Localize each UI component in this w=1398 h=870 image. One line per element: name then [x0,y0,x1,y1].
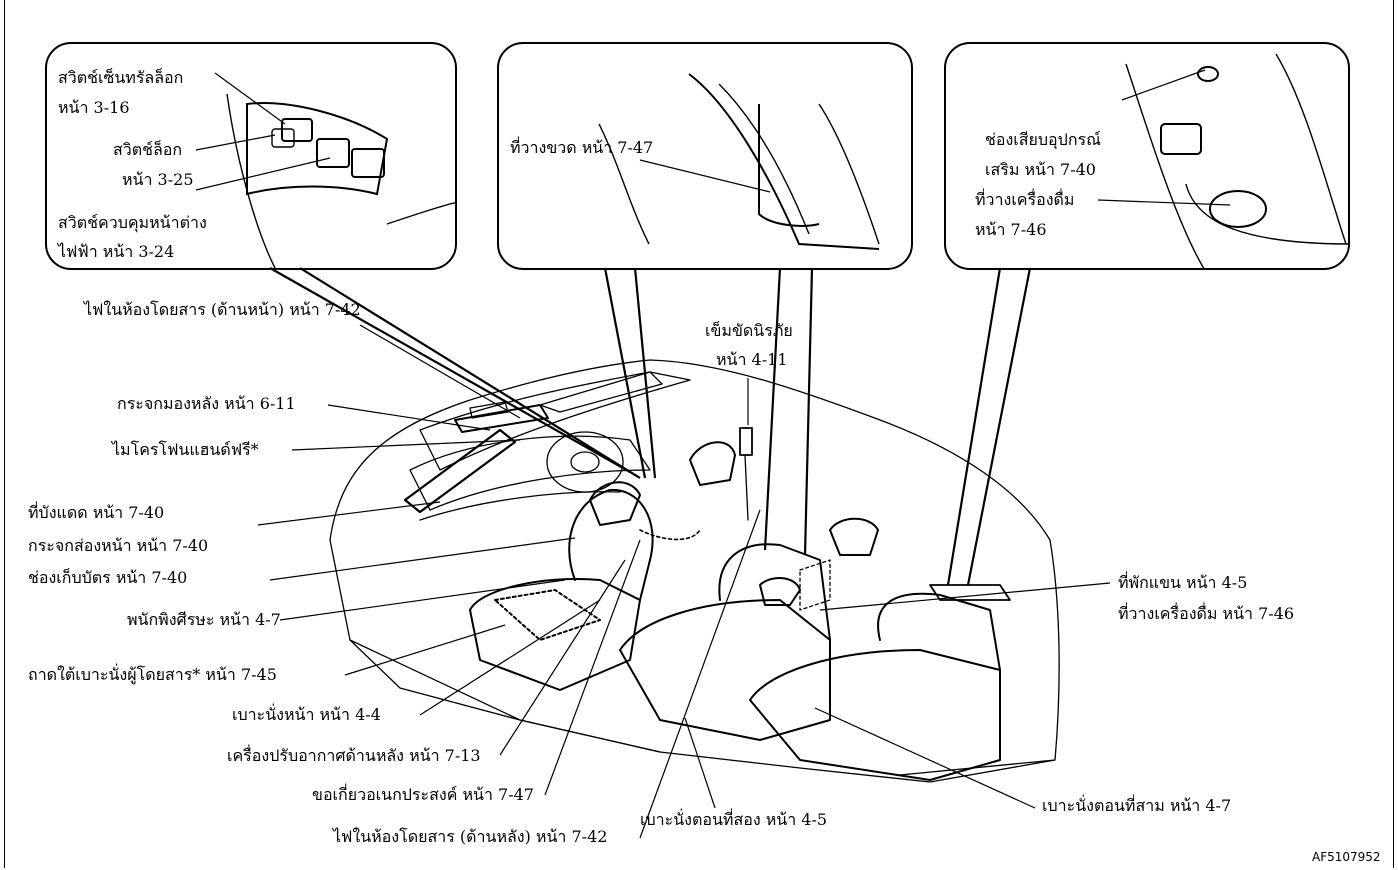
lock-switch-label-2: หน้า 3-25 [122,170,194,190]
window-switch-label-1: สวิตช์ควบคุมหน้าต่าง [58,213,207,233]
card-holder-label: ช่องเก็บบัตร หน้า 7-40 [28,568,187,588]
third-row-seat-label: เบาะนั่งตอนที่สาม หน้า 4-7 [1042,796,1231,816]
accessory-socket-label-1: ช่องเสียบอุปกรณ์ [985,130,1101,150]
armrest-cup-holder-label: ที่วางเครื่องดื่ม หน้า 7-46 [1118,604,1294,624]
lock-switch-label-1: สวิตช์ล็อก [113,140,182,160]
sunvisor-label: ที่บังแดด หน้า 7-40 [28,503,164,523]
front-seat-label: เบาะนั่งหน้า หน้า 4-4 [232,705,381,725]
rearview-mirror-label: กระจกมองหลัง หน้า 6-11 [117,394,296,414]
second-row-seat-label: เบาะนั่งตอนที่สอง หน้า 4-5 [640,810,827,830]
front-room-lamp-label: ไฟในห้องโดยสาร (ด้านหน้า) หน้า 7-42 [84,300,361,320]
vanity-mirror-label: กระจกส่องหน้า หน้า 7-40 [28,536,208,556]
seatbelt-label-2: หน้า 4-11 [716,350,788,370]
rear-air-conditioner-label: เครื่องปรับอากาศด้านหลัง หน้า 7-13 [227,746,481,766]
seatbelt-label-1: เข็มขัดนิรภัย [705,321,793,341]
armrest-label: ที่พักแขน หน้า 4-5 [1118,573,1247,593]
utility-hook-label: ขอเกี่ยวอเนกประสงค์ หน้า 7-47 [312,785,534,805]
under-seat-tray-label: ถาดใต้เบาะนั่งผู้โดยสาร* หน้า 7-45 [28,665,277,685]
center-lock-switch-label-1: สวิตช์เซ็นทรัลล็อก [58,68,183,88]
accessory-socket-label-2: เสริม หน้า 7-40 [985,160,1096,180]
rear-room-lamp-label: ไฟในห้องโดยสาร (ด้านหลัง) หน้า 7-42 [333,827,607,847]
figure-code: AF5107952 [1312,850,1381,864]
center-lock-switch-label-2: หน้า 3-16 [58,98,130,118]
bottle-holder-label: ที่วางขวด หน้า 7-47 [510,138,653,158]
handsfree-microphone-label: ไมโครโฟนแฮนด์ฟรี* [112,440,259,460]
cup-holder-inset-label-2: หน้า 7-46 [975,220,1047,240]
cup-holder-inset-label-1: ที่วางเครื่องดื่ม [975,190,1074,210]
window-switch-label-2: ไฟฟ้า หน้า 3-24 [58,242,174,262]
headrest-label: พนักพิงศีรษะ หน้า 4-7 [127,610,281,630]
